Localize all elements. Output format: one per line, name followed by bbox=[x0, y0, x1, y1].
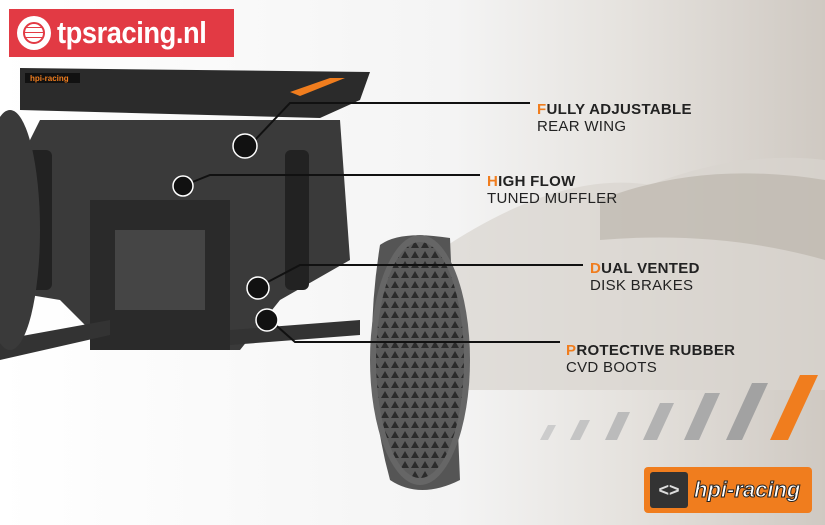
callout-subtitle: REAR WING bbox=[537, 118, 627, 135]
callout-cvd-boots: PROTECTIVE RUBBER CVD BOOTS bbox=[566, 342, 735, 376]
callout-initial: F bbox=[537, 101, 547, 118]
callout-title: ROTECTIVE RUBBER bbox=[576, 342, 736, 359]
callout-muffler: HIGH FLOW TUNED MUFFLER bbox=[487, 173, 618, 207]
callout-marker-cvd bbox=[255, 308, 279, 332]
callout-marker-muffler bbox=[172, 175, 194, 197]
callout-subtitle: DISK BRAKES bbox=[590, 277, 694, 294]
globe-icon bbox=[17, 16, 51, 50]
callout-subtitle: TUNED MUFFLER bbox=[487, 190, 618, 207]
tpsracing-logo[interactable]: tpsracing.nl bbox=[9, 9, 234, 57]
callout-marker-brakes bbox=[246, 276, 270, 300]
callout-lines bbox=[184, 102, 583, 343]
callout-initial: P bbox=[566, 342, 577, 359]
callout-initial: D bbox=[590, 260, 602, 277]
wing-badge bbox=[25, 73, 80, 83]
callout-initial: H bbox=[487, 173, 499, 190]
hpi-racing-logo-text: hpi-racing bbox=[693, 477, 801, 503]
callout-title: IGH FLOW bbox=[498, 173, 576, 190]
callout-subtitle: CVD BOOTS bbox=[566, 359, 658, 376]
wing-badge-text: hpi-racing bbox=[30, 74, 69, 83]
hpi-wrench-icon: <> bbox=[650, 472, 688, 508]
speed-stripes bbox=[540, 375, 818, 440]
callout-title: ULLY ADJUSTABLE bbox=[546, 101, 692, 118]
callout-rear-wing: FULLY ADJUSTABLE REAR WING bbox=[537, 101, 692, 135]
callout-marker-rear-wing bbox=[232, 133, 258, 159]
hpi-racing-logo: <> hpi-racing bbox=[644, 467, 812, 513]
callout-disk-brakes: DUAL VENTED DISK BRAKES bbox=[590, 260, 700, 294]
callout-title: UAL VENTED bbox=[601, 260, 700, 277]
tpsracing-logo-text: tpsracing.nl bbox=[57, 15, 207, 50]
